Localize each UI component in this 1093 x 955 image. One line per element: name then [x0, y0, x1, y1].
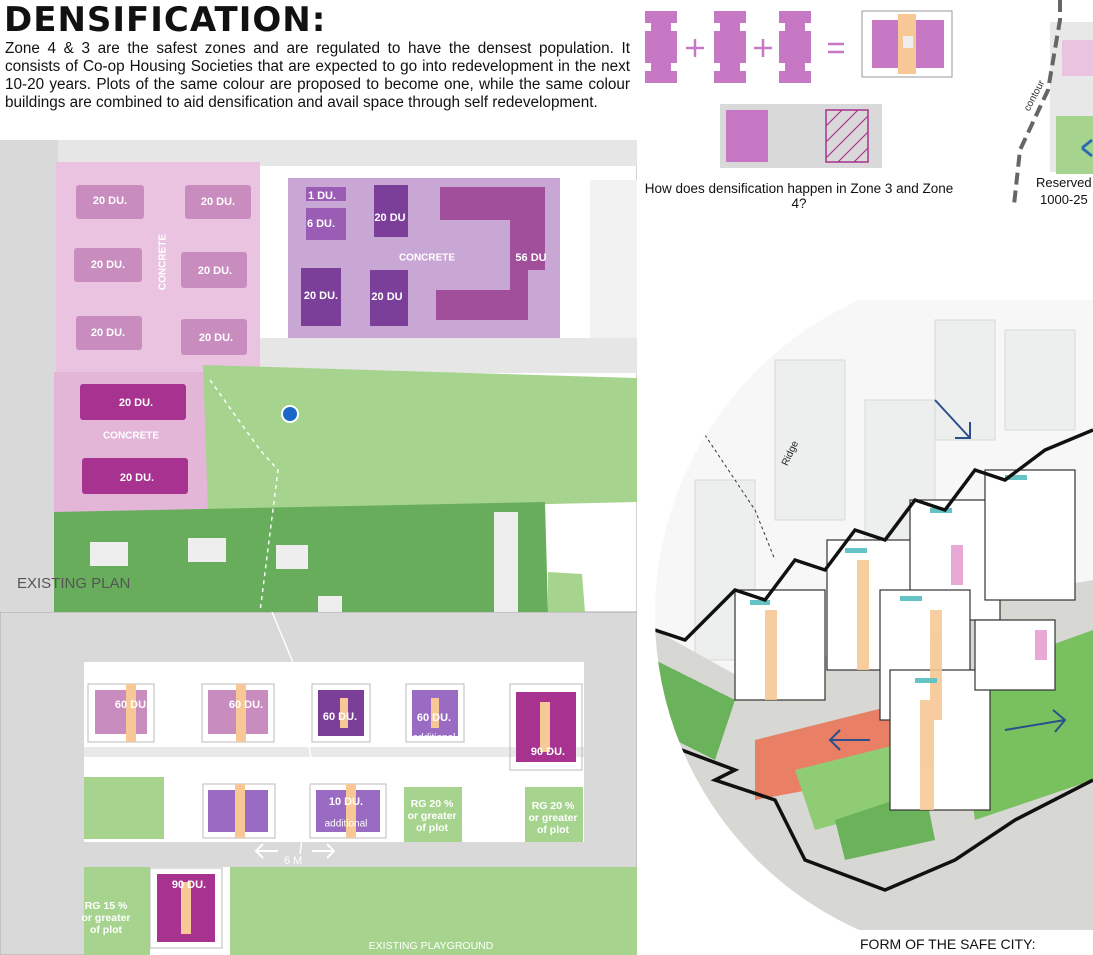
pink-block-label: 20 DU. [90, 259, 126, 271]
green-open-space [203, 365, 637, 512]
intro-paragraph: Zone 4 & 3 are the safest zones and are … [5, 40, 630, 111]
proposed-block-label: 90 DU. [171, 879, 207, 891]
reserved-strip [1012, 0, 1093, 206]
magenta-block-label: 20 DU. [118, 397, 154, 409]
purple-block-label: 20 DU. [303, 290, 339, 302]
reserved-label: Reserved [1036, 175, 1092, 190]
purple-block-label: 20 DU [371, 291, 403, 303]
magenta-block-label: 20 DU. [119, 472, 155, 484]
pink-block-label: 20 DU. [197, 265, 233, 277]
road-width-label: 6 M [283, 855, 303, 867]
proposed-block-label: 90 DU. [530, 746, 566, 758]
purple-block-label: 56 DU [515, 252, 547, 264]
proposed-block-label: 60 DU. [228, 699, 264, 711]
location-marker-icon [281, 405, 299, 423]
rg-label: RG 20 % or greater of plot [528, 800, 578, 836]
page-title: DENSIFICATION: [4, 0, 327, 40]
rg-label: RG 15 % or greater of plot [81, 900, 131, 936]
playground-label: EXISTING PLAYGROUND [368, 940, 494, 952]
pink-block-label: 20 DU. [200, 196, 236, 208]
range-label: 1000-25 [1040, 192, 1088, 207]
proposed-block-label: 10 DU. [328, 796, 364, 808]
pink-block-label: 20 DU. [92, 195, 128, 207]
existing-plan-title: EXISTING PLAN [17, 575, 131, 592]
pink-block-label: 20 DU. [198, 332, 234, 344]
magenta-concrete-label: CONCRETE [102, 430, 160, 442]
diagram-caption: How does densification happen in Zone 3 … [644, 181, 954, 211]
proposed-sub-label: additional [412, 732, 456, 744]
proposed-block-label: 60 DU. [416, 712, 452, 724]
purple-concrete-label: CONCRETE [398, 252, 456, 264]
pink-concrete-label: CONCRETE [157, 233, 169, 291]
densification-diagram [645, 10, 953, 168]
purple-block-label: 20 DU [374, 212, 406, 224]
purple-small-label: 1 DU. [307, 190, 337, 202]
proposed-plan-map [0, 612, 637, 955]
proposed-block-label: 60 DU. [322, 711, 358, 723]
proposed-block-label: 60 DU. [114, 699, 150, 711]
proposed-sub-label: additional [324, 818, 368, 830]
pink-block-label: 20 DU. [90, 327, 126, 339]
rg-label: RG 20 % or greater of plot [407, 798, 457, 834]
iso-caption: FORM OF THE SAFE CITY: [860, 936, 1036, 952]
existing-plan-map [0, 140, 637, 612]
isometric-view [655, 300, 1093, 930]
purple-small-label: 6 DU. [306, 218, 336, 230]
